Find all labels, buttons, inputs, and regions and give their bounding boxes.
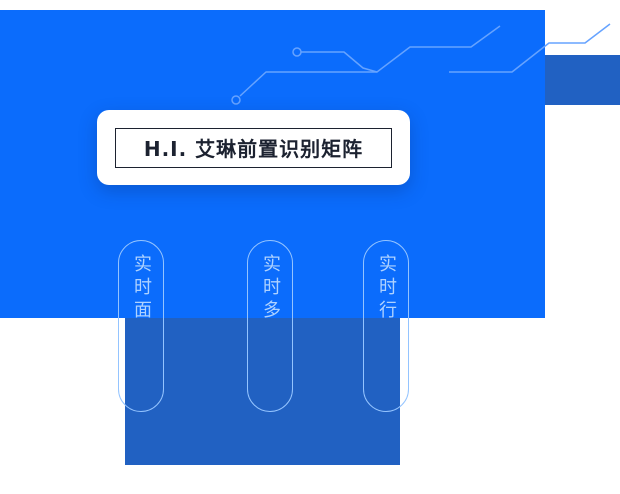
page-title: H.I. 艾琳前置识别矩阵 bbox=[143, 137, 364, 161]
feature-capsule-label: 实时多 bbox=[260, 254, 281, 323]
feature-capsule-3: 实时行 bbox=[363, 240, 409, 412]
feature-capsule-2: 实时多 bbox=[247, 240, 293, 412]
feature-capsule-1: 实时面 bbox=[118, 240, 164, 412]
feature-capsule-label: 实时面 bbox=[131, 254, 152, 323]
title-card-border: H.I. 艾琳前置识别矩阵 bbox=[115, 127, 392, 168]
accent-panel-top-right bbox=[545, 55, 620, 105]
title-card: H.I. 艾琳前置识别矩阵 bbox=[97, 110, 410, 185]
feature-capsule-label: 实时行 bbox=[376, 254, 397, 323]
